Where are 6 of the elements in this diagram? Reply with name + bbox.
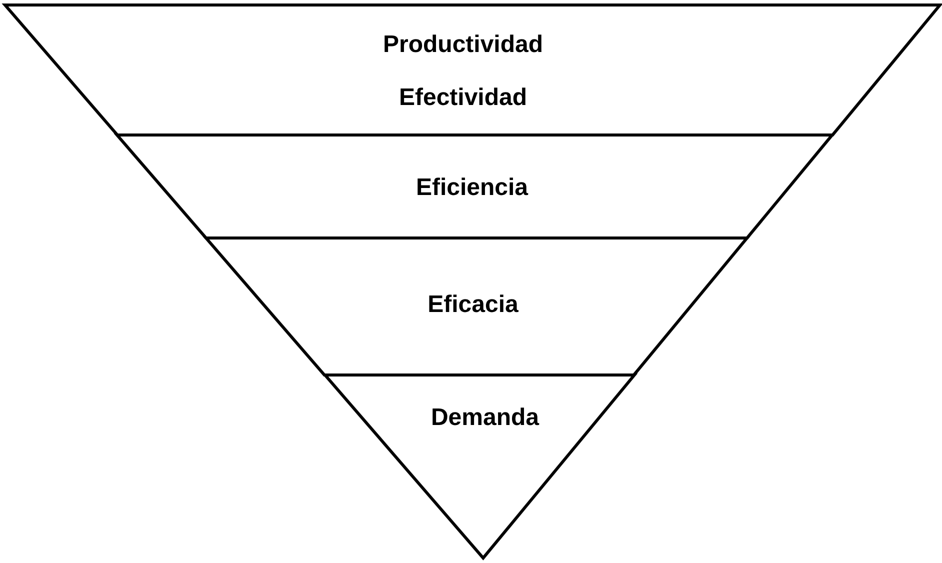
pyramid-tier [324,375,634,558]
tier-label: Eficacia [428,291,518,319]
tier-label: Demanda [430,404,539,432]
tier-label: Efectividad [398,84,528,112]
tier-label: Eficiencia [416,174,528,202]
tier-label: Productividad [382,31,544,59]
